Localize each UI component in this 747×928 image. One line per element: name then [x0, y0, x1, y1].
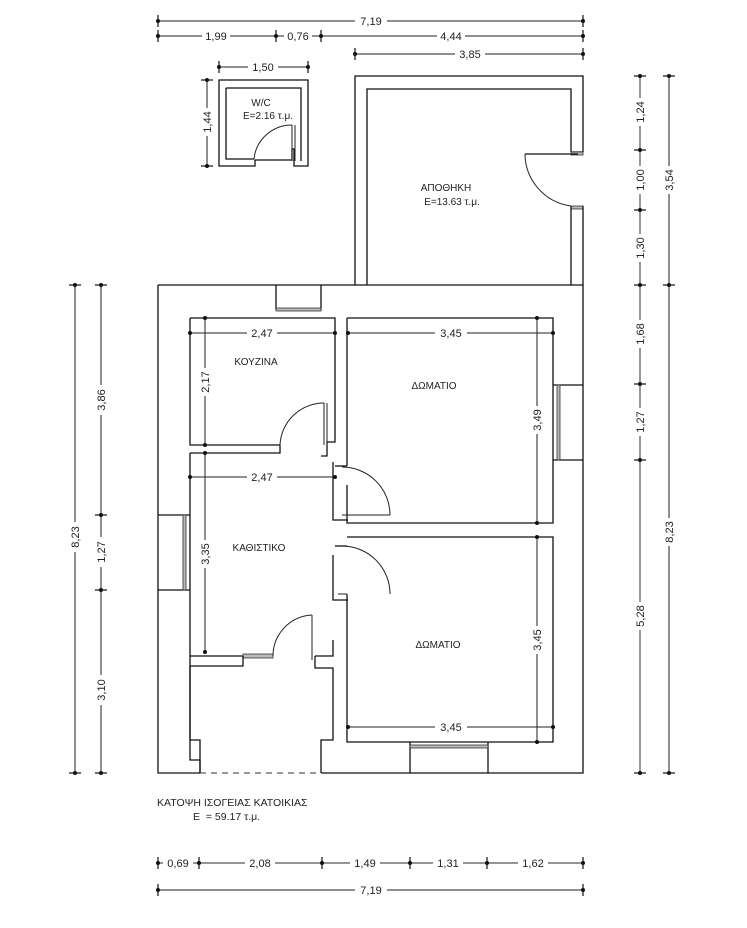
dim-living-width: 2,47	[251, 472, 272, 484]
bedroom1-label: ΔΩΜΑΤΙΟ	[411, 381, 456, 392]
dim-top-seg2: 0,76	[287, 31, 308, 43]
wc-label: W/C	[251, 98, 270, 109]
dim-bottom-seg5: 1,62	[522, 858, 543, 870]
dim-storage-width: 3,85	[459, 49, 480, 61]
dim-bedroom1-width: 3,45	[440, 328, 461, 340]
dim-left-seg2: 1,27	[96, 541, 108, 562]
dim-storage-total: 3,54	[664, 169, 676, 190]
dim-kitchen-height: 2,17	[200, 371, 212, 392]
top-dimensions: 7,19 1,99 0,76 4,44 3,85	[156, 13, 585, 61]
dim-top-total: 7,19	[360, 16, 381, 28]
storage-room: ΑΠΟΘΗΚΗ E=13.63 τ.μ.	[354, 75, 584, 285]
dim-house-total: 8,23	[664, 521, 676, 542]
dim-left-seg1: 3,86	[96, 389, 108, 410]
dim-top-seg1: 1,99	[205, 31, 226, 43]
dim-left-seg3: 3,10	[96, 679, 108, 700]
dim-bedroom2-height: 3,45	[532, 629, 544, 650]
left-dimensions: 8,23 3,86 1,27 3,10	[68, 283, 108, 775]
dim-left-total: 8,23	[70, 526, 82, 547]
dim-wc-height: 1,44	[202, 111, 214, 132]
kitchen-label: ΚΟΥΖΙΝΑ	[234, 357, 278, 368]
dim-bottom-seg3: 1,49	[354, 858, 375, 870]
storage-area: E=13.63 τ.μ.	[424, 197, 480, 208]
dim-bedroom1-height: 3,49	[532, 409, 544, 430]
dim-wc-width: 1,50	[252, 62, 273, 74]
room-dimensions: 2,47 2,17 ΚΟΥΖΙΝΑ 2,47 3,35 ΚΑΘΙΣΤΙΚΟ 3,…	[188, 316, 555, 744]
living-label: ΚΑΘΙΣΤΙΚΟ	[233, 543, 286, 554]
dim-bottom-total: 7,19	[360, 885, 381, 897]
storage-label: ΑΠΟΘΗΚΗ	[421, 183, 472, 194]
bottom-dimensions: 0,69 2,08 1,49 1,31 1,62 7,19	[156, 856, 585, 897]
dim-right-seg6: 5,28	[635, 605, 647, 626]
dim-bottom-seg1: 0,69	[167, 858, 188, 870]
dim-right-seg2: 1,00	[635, 169, 647, 190]
dim-kitchen-width: 2,47	[251, 328, 272, 340]
wc-area: E=2.16 τ.μ.	[243, 111, 293, 122]
dim-bedroom2-width: 3,45	[440, 722, 461, 734]
total-area: Ε = 59.17 τ.μ.	[193, 811, 261, 823]
drawing-title: ΚΑΤΟΨΗ ΙΣΟΓΕΙΑΣ ΚΑΤΟΙΚΙΑΣ	[157, 797, 308, 809]
house-walls	[157, 284, 584, 774]
dim-bottom-seg2: 2,08	[249, 858, 270, 870]
dim-right-seg3: 1,30	[635, 237, 647, 258]
bedroom2-label: ΔΩΜΑΤΙΟ	[415, 640, 460, 651]
dim-living-height: 3,35	[200, 543, 212, 564]
dim-top-seg3: 4,44	[440, 31, 461, 43]
wc-room: 1,50 1,44 W/C E=2.16 τ.μ.	[199, 60, 310, 168]
dim-right-seg5: 1,27	[635, 411, 647, 432]
dim-bottom-seg4: 1,31	[437, 858, 458, 870]
right-dimensions: 1,24 1,00 1,30 1,68 1,27 5,28 3,54 8,23	[633, 74, 676, 775]
dim-right-seg1: 1,24	[635, 101, 647, 122]
dim-right-seg4: 1,68	[635, 323, 647, 344]
